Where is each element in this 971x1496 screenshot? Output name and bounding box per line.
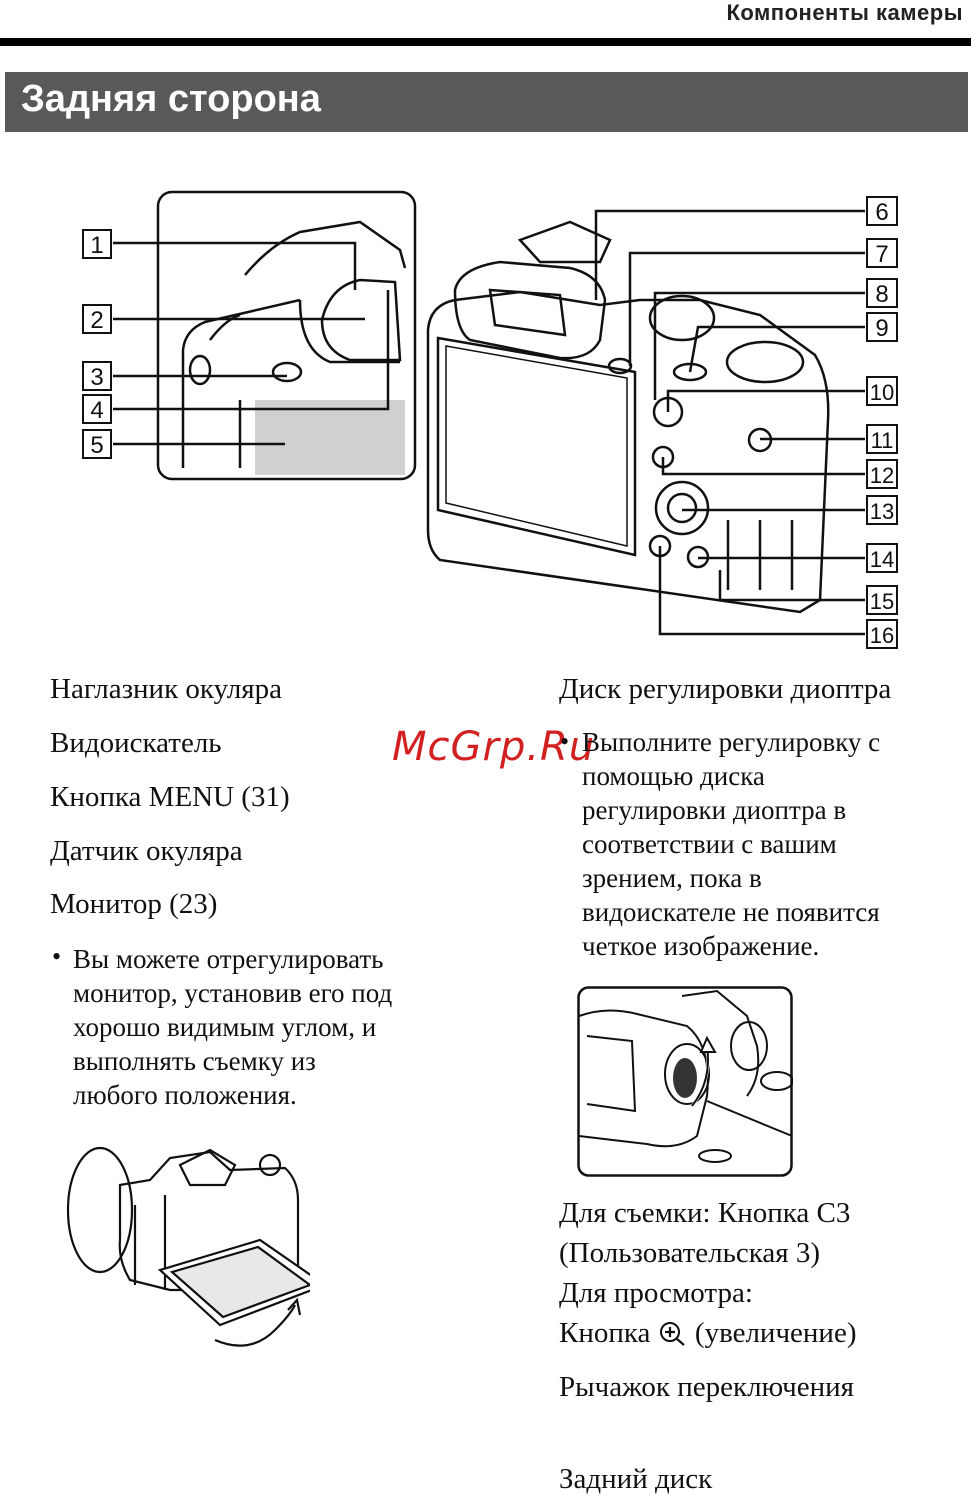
item-menu-button: Кнопка MENU (31): [50, 781, 290, 813]
callout-11: 11: [866, 424, 898, 454]
callout-4: 4: [82, 394, 112, 424]
callout-9: 9: [866, 312, 898, 342]
callout-15: 15: [866, 585, 898, 615]
item-eye-sensor: Датчик окуляра: [50, 835, 243, 867]
svg-text:1: 1: [90, 232, 103, 259]
page-title: Задняя сторона: [21, 78, 321, 120]
item-c3-line1: Для съемки: Кнопка C3: [559, 1197, 851, 1229]
item-viewfinder: Видоискатель: [50, 727, 222, 759]
item-monitor: Монитор (23): [50, 888, 218, 920]
callout-13: 13: [866, 495, 898, 525]
item-diopter-dial: Диск регулировки диоптра: [559, 673, 892, 705]
callout-8: 8: [866, 278, 898, 308]
callout-2: 2: [82, 304, 112, 334]
svg-text:5: 5: [90, 432, 103, 459]
callout-5: 5: [82, 429, 112, 459]
svg-text:7: 7: [875, 241, 888, 268]
bullet-dot: •: [52, 942, 62, 971]
zoom-in-icon: [659, 1322, 685, 1346]
diopter-dial-illustration: [577, 986, 793, 1177]
item-c3-line4: Кнопка (увеличение): [559, 1317, 857, 1349]
camera-back-diagram: 1 2 3 4 5 6 7 8 9 10 11 12 13 14 15 16: [82, 190, 898, 649]
item-rear-dial: Задний диск: [559, 1463, 713, 1495]
svg-text:8: 8: [875, 281, 888, 308]
callout-6: 6: [866, 196, 898, 226]
inset-frame: [156, 190, 417, 481]
svg-text:6: 6: [875, 199, 888, 226]
bullet-dot: •: [560, 727, 570, 756]
diopter-note: Выполните регулировку с помощью диска ре…: [582, 727, 881, 961]
title-band: Задняя сторона: [5, 72, 968, 132]
svg-text:2: 2: [90, 307, 103, 334]
svg-text:14: 14: [870, 547, 894, 572]
callout-7: 7: [866, 238, 898, 268]
callout-12: 12: [866, 459, 898, 489]
svg-text:9: 9: [875, 315, 888, 342]
svg-text:16: 16: [870, 623, 894, 648]
item-c3-line2: (Пользовательская 3): [559, 1237, 821, 1269]
monitor-note: Вы можете отрегулировать монитор, устано…: [73, 944, 393, 1110]
svg-text:15: 15: [870, 589, 894, 614]
callout-16: 16: [866, 619, 898, 649]
svg-text:12: 12: [870, 463, 894, 488]
header-rule: [0, 38, 971, 46]
section-header: Компоненты камеры: [726, 0, 963, 25]
tilt-monitor-illustration: [66, 1146, 310, 1347]
watermark: McGrp.Ru: [392, 724, 596, 770]
callout-10: 10: [866, 376, 898, 406]
svg-text:3: 3: [90, 364, 103, 391]
callout-3: 3: [82, 361, 112, 391]
item-eyecup: Наглазник окуляра: [50, 673, 282, 705]
svg-text:10: 10: [870, 380, 894, 405]
svg-text:13: 13: [870, 499, 894, 524]
item-c3-line3: Для просмотра:: [559, 1277, 753, 1309]
svg-text:4: 4: [90, 397, 103, 424]
callout-14: 14: [866, 543, 898, 573]
callout-1: 1: [82, 229, 112, 259]
item-switch-lever: Рычажок переключения: [559, 1371, 854, 1403]
svg-text:11: 11: [871, 428, 894, 453]
